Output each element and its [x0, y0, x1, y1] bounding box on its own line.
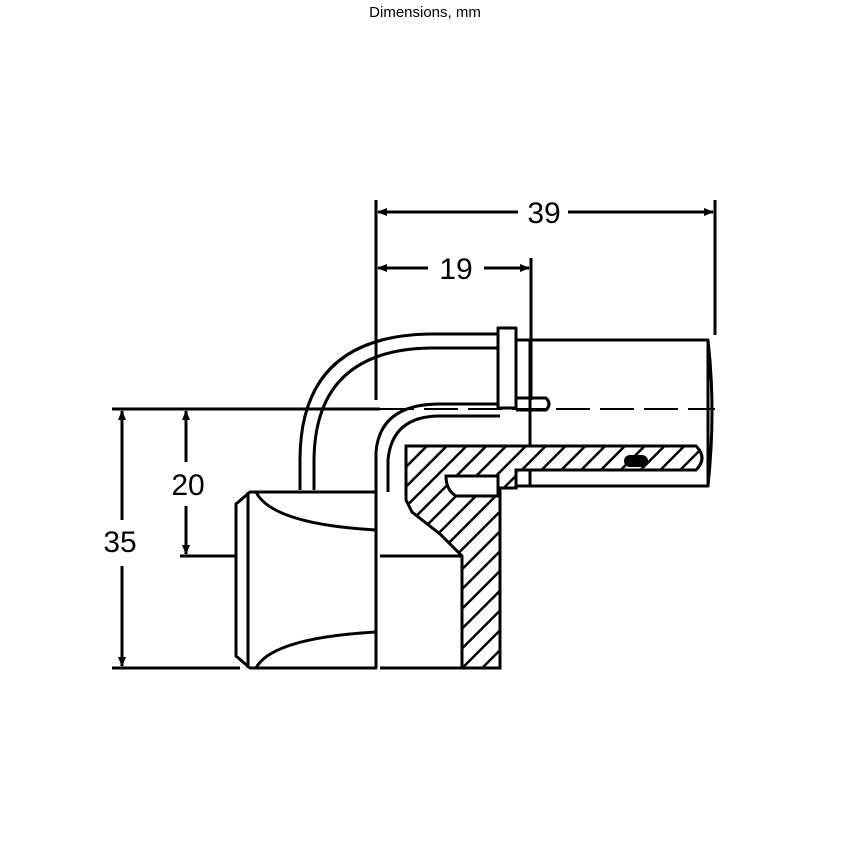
- seal-slot: [624, 455, 648, 467]
- dim-axis-height: 20: [171, 469, 204, 502]
- section-cavity: [444, 474, 500, 498]
- bore-walls: [380, 484, 708, 670]
- dimension-lines: [118, 208, 714, 667]
- dim-overall-length: 39: [527, 197, 560, 230]
- drawing-caption: Dimensions, mm: [369, 4, 481, 21]
- extension-lines: [112, 200, 717, 670]
- fitting-outline: [234, 326, 714, 670]
- section-hatch: [404, 444, 704, 670]
- dim-socket-length: 19: [439, 253, 472, 286]
- dim-overall-height: 35: [103, 526, 136, 559]
